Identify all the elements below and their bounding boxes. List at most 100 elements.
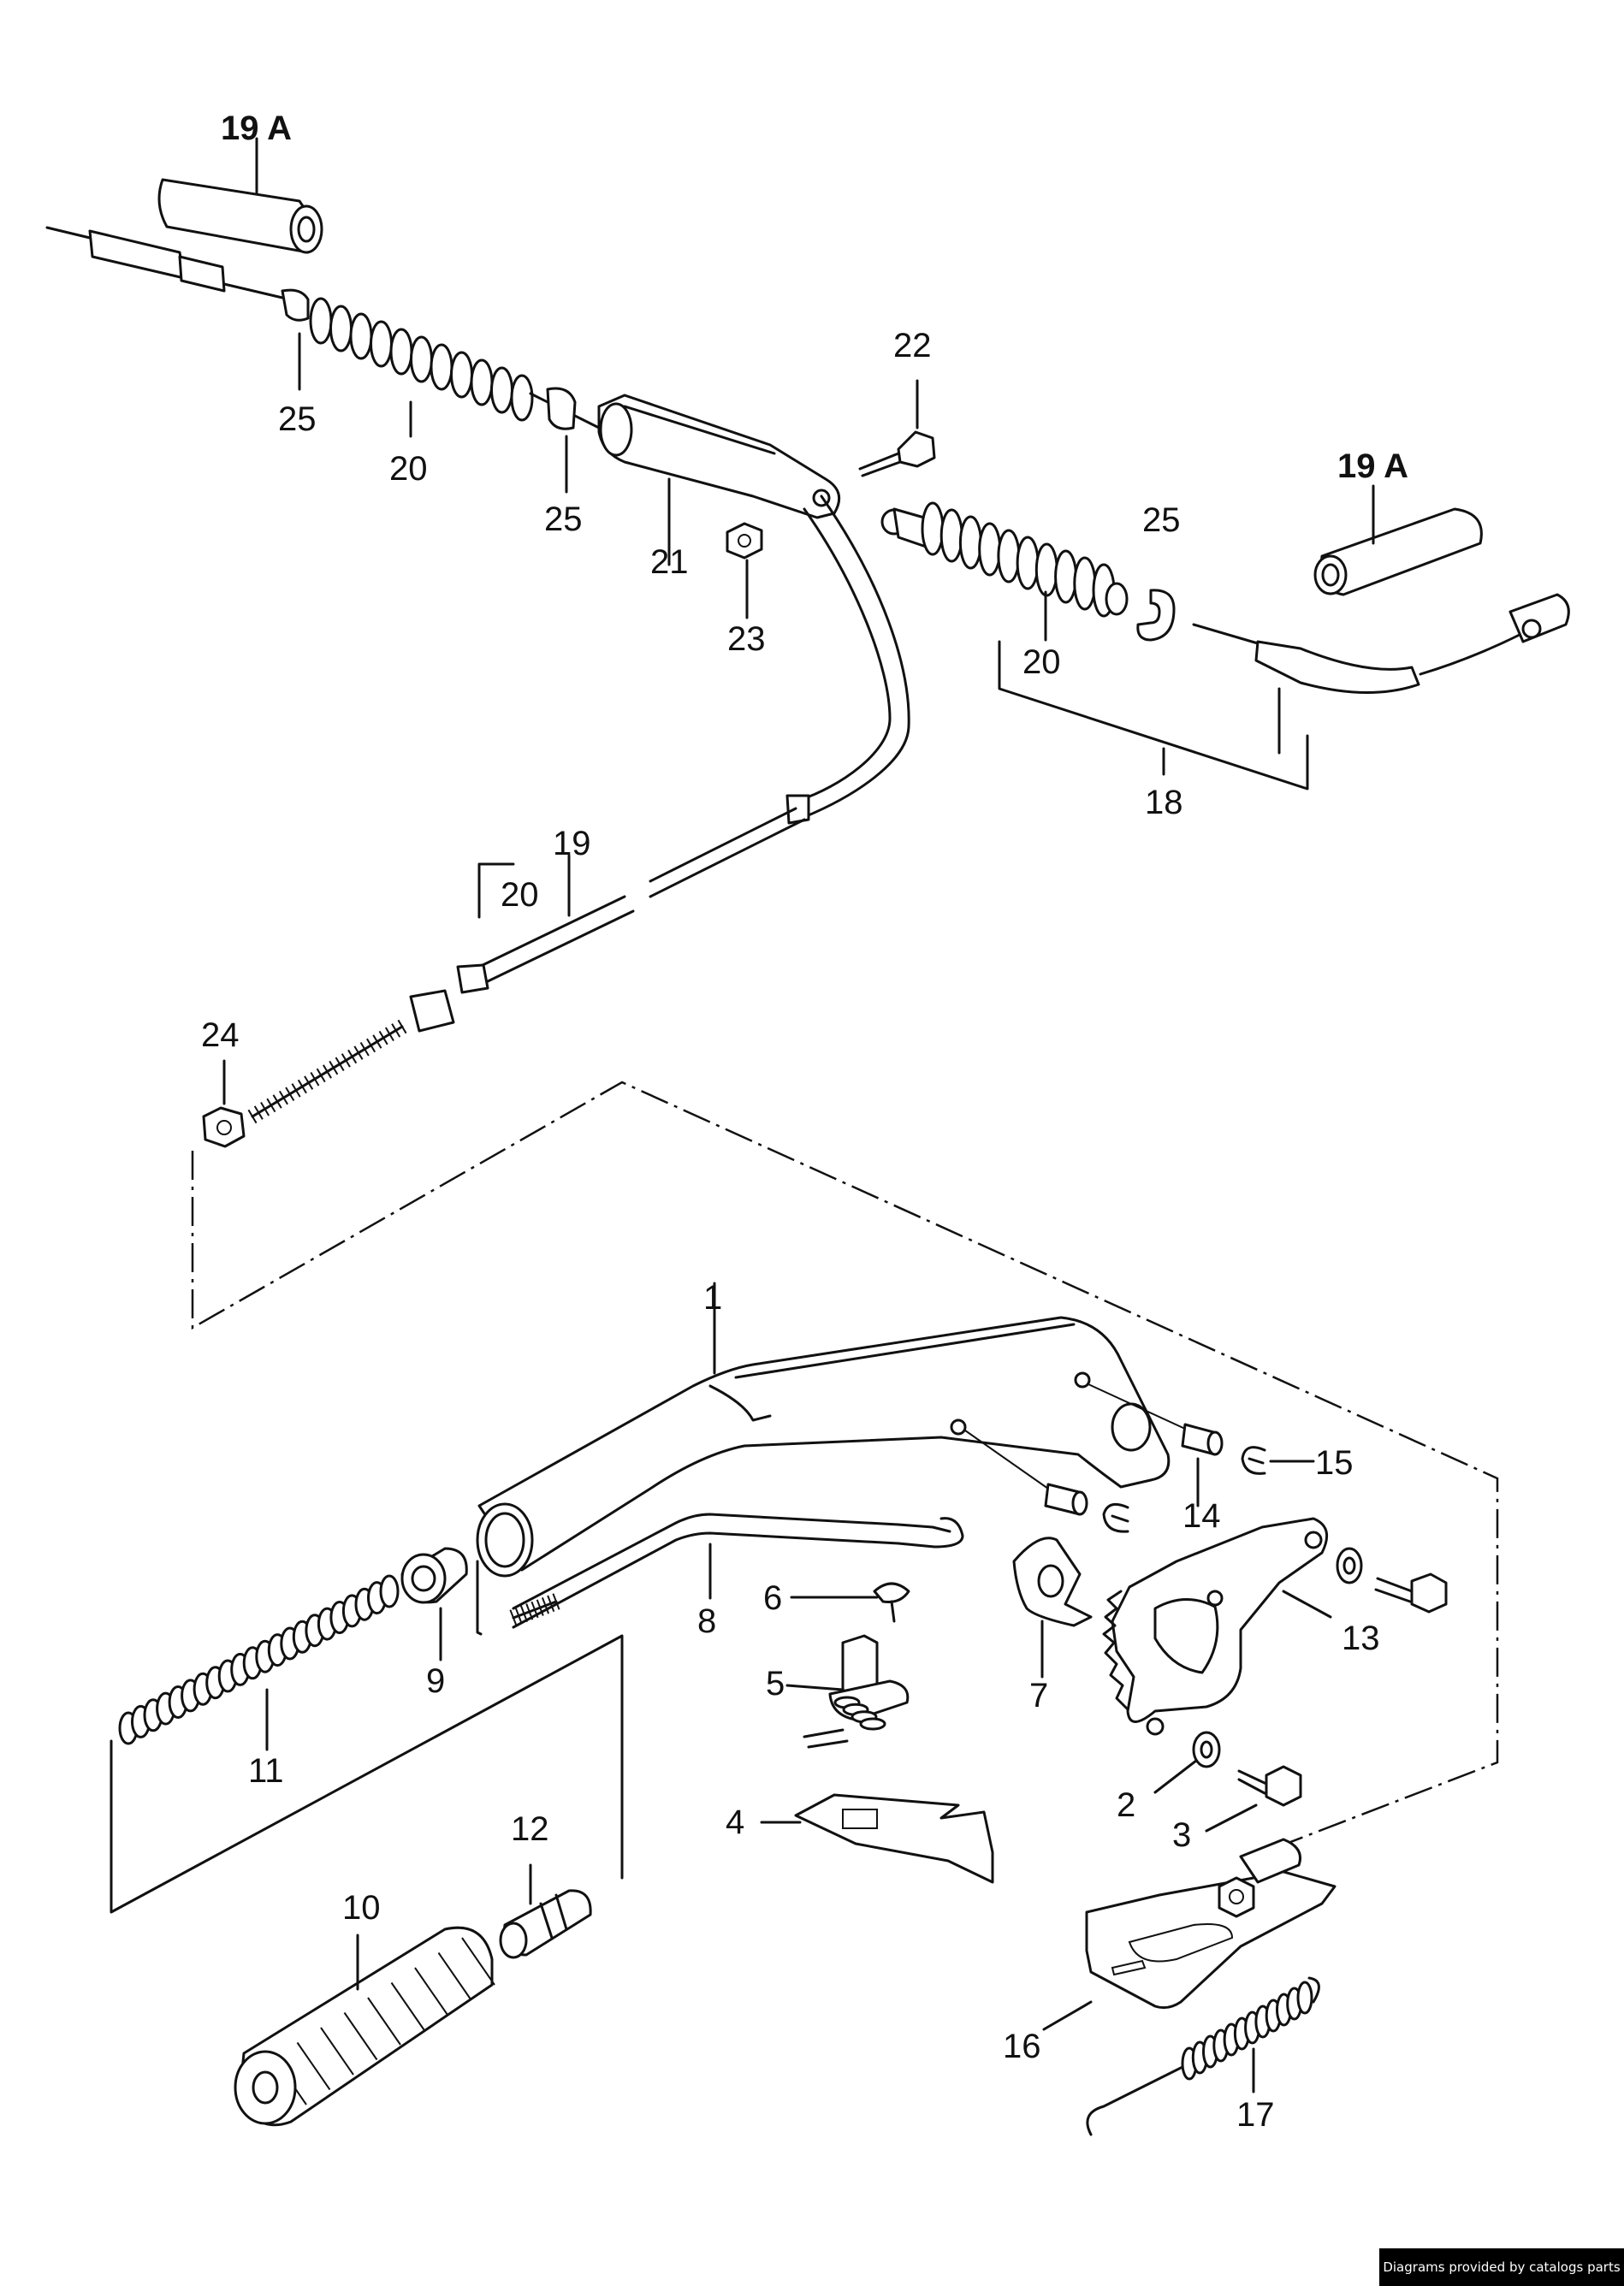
part-3-bolt <box>1205 1765 1302 1833</box>
grip-rib <box>296 2041 331 2091</box>
label-21: 21 <box>650 543 689 581</box>
label-7: 7 <box>1029 1677 1049 1714</box>
thread-tick <box>530 1601 539 1619</box>
label-20-c: 20 <box>501 876 539 914</box>
label-15: 15 <box>1315 1444 1354 1482</box>
thread-tick <box>285 1087 295 1102</box>
part-15-clips <box>1102 1446 1315 1533</box>
bolt-upper-right <box>1374 1572 1448 1614</box>
part-8-pawl-rod <box>509 1513 964 1629</box>
thread-tick <box>541 1597 550 1614</box>
label-6: 6 <box>763 1579 783 1617</box>
spring-coil <box>329 305 353 352</box>
thread-tick <box>536 1599 544 1616</box>
label-25-a: 25 <box>278 400 317 438</box>
label-3: 3 <box>1172 1816 1192 1854</box>
part-5-pawl <box>785 1634 910 1749</box>
assembly-outline <box>191 1081 1499 1850</box>
thread-tick <box>378 1030 388 1045</box>
thread-tick <box>335 1057 345 1072</box>
thread-tick <box>278 1090 288 1105</box>
label-19a-right: 19 A <box>1337 447 1409 485</box>
spring-coil <box>309 297 333 345</box>
thread-tick <box>366 1038 376 1053</box>
grip-rib <box>367 1997 401 2046</box>
part-23-nut <box>726 522 763 619</box>
part-16-mounting-plate <box>1042 1838 1337 2031</box>
thread-tick <box>341 1053 351 1068</box>
spring-coil <box>859 1717 886 1731</box>
spring-coil <box>978 522 1002 577</box>
thread-tick <box>329 1060 339 1075</box>
thread-tick <box>310 1071 320 1087</box>
thread-tick <box>316 1068 326 1083</box>
label-11: 11 <box>248 1752 284 1790</box>
spring-coil <box>510 374 534 422</box>
thread-tick <box>514 1607 523 1625</box>
spring-coil <box>1016 536 1040 590</box>
part-1-handbrake-lever <box>476 1282 1171 1578</box>
part-4-bracket <box>760 1793 994 1884</box>
thread-tick <box>552 1593 560 1610</box>
spring-coil <box>1296 1981 1313 2015</box>
part-10-grip <box>234 1926 495 2127</box>
part-24-threaded-rod-and-nut <box>202 1019 407 1148</box>
thread-tick <box>291 1083 301 1098</box>
grip-rib <box>414 1967 448 2016</box>
label-5: 5 <box>766 1665 785 1703</box>
spring-coil <box>470 358 494 406</box>
label-2: 2 <box>1117 1786 1136 1824</box>
label-1: 1 <box>703 1279 723 1317</box>
spring-coil <box>958 515 982 570</box>
label-8: 8 <box>697 1602 717 1640</box>
label-19: 19 <box>553 825 591 862</box>
label-4: 4 <box>726 1803 745 1841</box>
thread-tick <box>391 1023 401 1038</box>
spring-coil <box>1073 556 1097 611</box>
thread-tick <box>260 1101 270 1116</box>
label-17: 17 <box>1236 2096 1275 2134</box>
part-19-long-cable <box>409 495 910 1033</box>
grip-rib <box>437 1951 472 2001</box>
spring-coil <box>490 366 513 414</box>
thread-tick <box>384 1027 394 1042</box>
thread-tick <box>509 1609 518 1626</box>
label-12: 12 <box>511 1810 549 1848</box>
spring-coil <box>921 501 945 556</box>
spring-coil <box>450 351 473 399</box>
label-16: 16 <box>1003 2028 1041 2065</box>
label-24: 24 <box>201 1016 240 1054</box>
part-12-insert <box>499 1863 592 1959</box>
label-13: 13 <box>1342 1620 1380 1657</box>
grip-rib <box>461 1937 495 1986</box>
thread-tick <box>266 1098 276 1113</box>
label-14: 14 <box>1182 1497 1221 1535</box>
thread-tick <box>353 1045 364 1060</box>
spring-coil <box>430 343 453 391</box>
part-19a-top-sleeve <box>157 137 323 254</box>
spring-coil <box>1054 549 1078 604</box>
spring-coil <box>370 320 393 368</box>
grip-rib <box>320 2027 354 2076</box>
thread-tick <box>372 1034 382 1049</box>
thread-tick <box>297 1079 307 1094</box>
label-9: 9 <box>426 1662 446 1700</box>
label-19a-top: 19 A <box>221 110 293 147</box>
spring-coil <box>939 508 963 563</box>
part-22-bolt <box>858 379 936 477</box>
label-20-a: 20 <box>389 450 428 488</box>
thread-tick <box>247 1109 258 1124</box>
spring-coil <box>379 1574 400 1608</box>
label-23: 23 <box>727 620 766 658</box>
label-22: 22 <box>893 327 932 364</box>
thread-tick <box>323 1064 332 1079</box>
credit-banner: Diagrams provided by catalogs parts <box>1379 2248 1624 2286</box>
grip-rib <box>343 2011 378 2061</box>
thread-tick <box>359 1041 370 1057</box>
label-25-c: 25 <box>1142 501 1181 539</box>
part-2-washer <box>1153 1731 1221 1794</box>
washer-upper-right <box>1336 1547 1363 1584</box>
label-20-b: 20 <box>1022 643 1061 681</box>
